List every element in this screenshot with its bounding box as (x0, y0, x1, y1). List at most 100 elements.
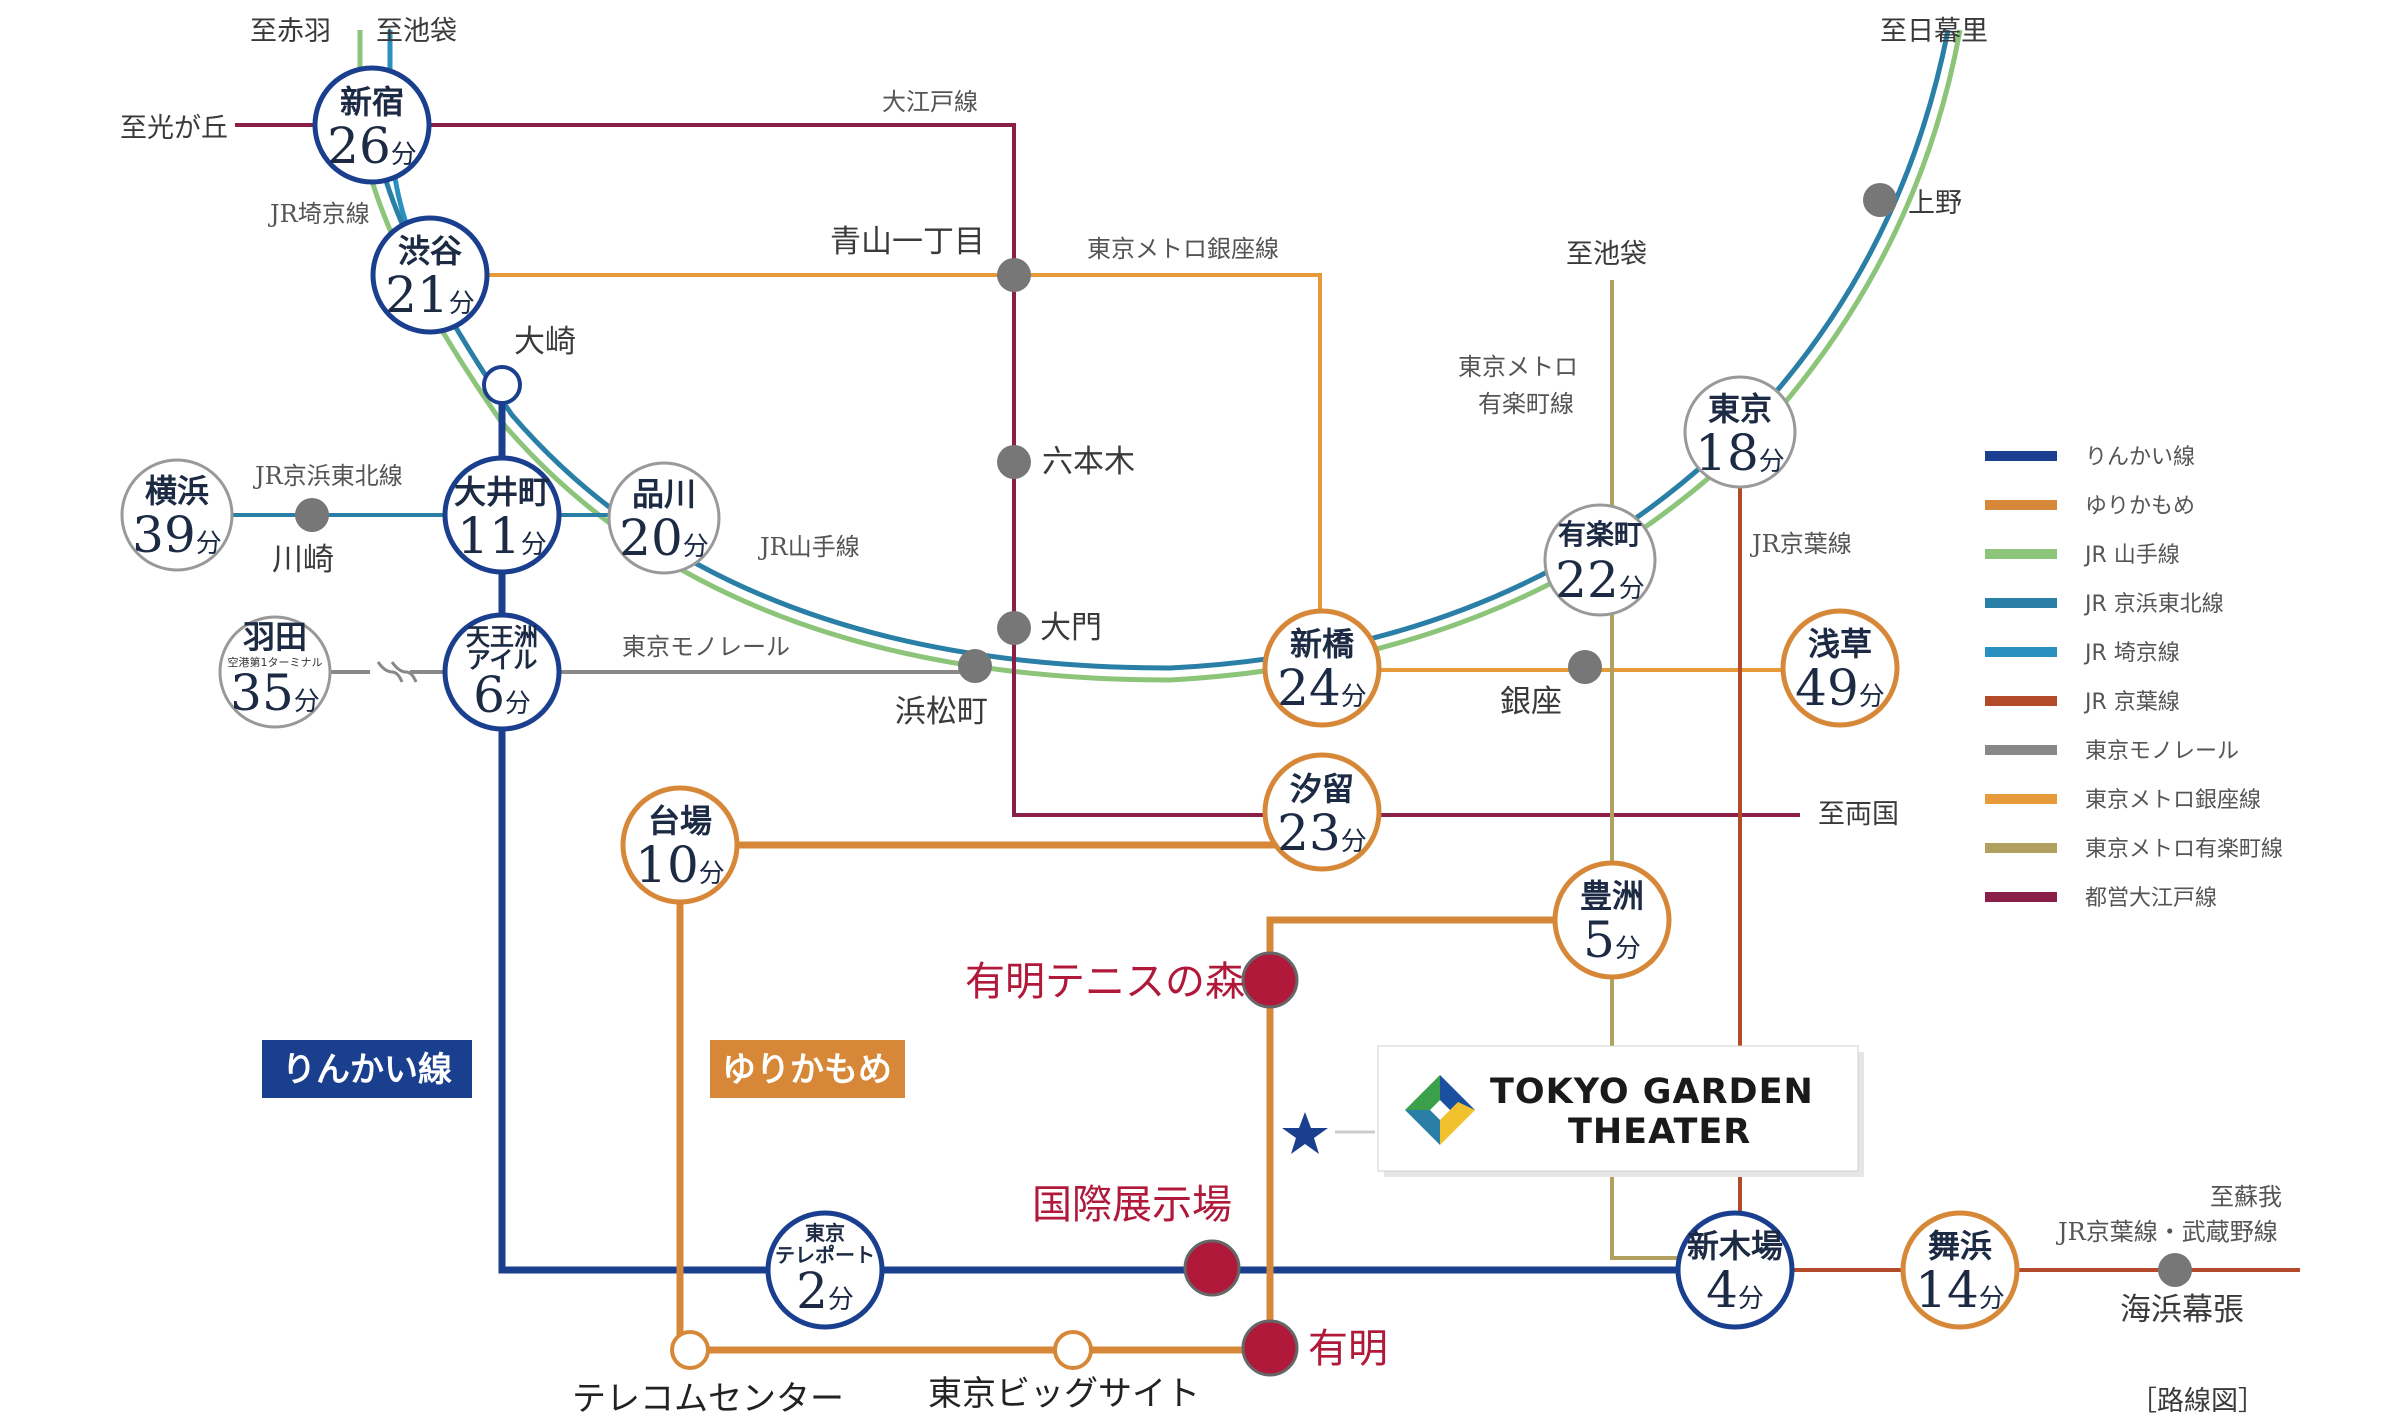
station-yurakucho-minutes: 22 (1555, 551, 1619, 609)
station-haneda-ring (218, 615, 332, 729)
station-teleport-unit: 分 (828, 1285, 854, 1315)
label-keiyo-musashino: JR京葉線・武蔵野線 (2055, 1218, 2278, 1246)
station-asakusa-unit: 分 (1859, 682, 1885, 712)
station-teleport-name1: 東京 (805, 1221, 845, 1245)
label-keiyo: JR京葉線 (1749, 530, 1852, 558)
station-asakusa-name: 浅草 (1808, 625, 1872, 663)
station-haneda-sub: 空港第1ターミナル (228, 655, 323, 669)
name-ariake-tennis: 有明テニスの森 (965, 959, 1245, 1005)
station-asakusa-time: 49分 (1795, 659, 1885, 717)
station-maihama: 舞浜 14分 (1900, 1210, 2020, 1330)
logo-box: TOKYO GARDEN THEATER (1377, 1045, 1864, 1177)
node-hamamatsucho (958, 649, 992, 683)
station-oimachi: 大井町 11分 (442, 455, 562, 575)
station-tokyo: 東京 18分 (1683, 375, 1797, 489)
name-daimon: 大門 (1040, 610, 1102, 646)
node-ginza (1568, 650, 1602, 684)
legend-label: JR 京浜東北線 (2083, 592, 2224, 617)
node-aoyama (997, 258, 1031, 292)
star-icon (1282, 1112, 1328, 1154)
station-shibuya-time: 21分 (385, 266, 475, 324)
station-yokohama: 横浜 39分 (120, 458, 234, 572)
dir-ikebukuro-top: 至池袋 (376, 16, 457, 47)
yamanote-line (357, 29, 1963, 683)
station-tennozu-minutes: 6 (473, 666, 505, 724)
map-caption: ［路線図］ (2130, 1386, 2265, 1417)
label-yurakucho-2: 有楽町線 (1478, 390, 1574, 418)
station-shiodome-minutes: 23 (1277, 804, 1341, 862)
station-daiba-name: 台場 (648, 802, 712, 840)
node-daimon (997, 611, 1031, 645)
dir-ikebukuro-mid: 至池袋 (1566, 239, 1647, 270)
station-shimbashi-time: 24分 (1277, 659, 1367, 717)
node-osaki (482, 365, 522, 405)
tag-rinkai-bg (262, 1040, 472, 1098)
label-oedo: 大江戸線 (882, 88, 978, 116)
station-shimbashi: 新橋 24分 (1262, 608, 1382, 728)
dir-soga: 至蘇我 (2210, 1183, 2282, 1211)
station-tennozu-time: 6分 (473, 666, 531, 724)
legend-label: JR 埼京線 (2083, 641, 2180, 666)
station-yokohama-name: 横浜 (145, 472, 209, 510)
station-haneda-minutes: 35 (230, 664, 294, 722)
legend-label: 東京モノレール (2085, 739, 2239, 764)
legend-swatch (1985, 794, 2057, 804)
label-yamanote: JR山手線 (757, 533, 860, 561)
station-tokyo-name: 東京 (1708, 390, 1772, 428)
legend-label: ゆりかもめ (2085, 494, 2195, 519)
dir-ryogoku: 至両国 (1818, 799, 1899, 830)
name-roppongi: 六本木 (1042, 444, 1135, 480)
station-shinjuku-minutes: 26 (327, 117, 391, 175)
station-shimbashi-unit: 分 (1341, 682, 1367, 712)
station-shinkiba-ring (1675, 1210, 1795, 1330)
tag-yurikamome-bg (710, 1040, 905, 1098)
legend-label: りんかい線 (2085, 445, 2195, 470)
legend-label: 都営大江戸線 (2085, 886, 2217, 911)
station-yokohama-minutes: 39 (132, 506, 196, 564)
station-yokohama-unit: 分 (196, 529, 222, 559)
name-ginza: 銀座 (1500, 684, 1562, 720)
legend-swatch (1985, 500, 2057, 510)
station-oimachi-ring (442, 455, 562, 575)
legend-swatch (1985, 843, 2057, 853)
station-shibuya-ring (370, 215, 490, 335)
station-daiba-time: 10分 (635, 836, 725, 894)
logo-line1: TOKYO GARDEN (1490, 1072, 1814, 1112)
legend-swatch (1985, 647, 2057, 657)
station-shiodome-name: 汐留 (1290, 770, 1354, 808)
station-shimbashi-ring (1262, 608, 1382, 728)
station-shinagawa-unit: 分 (683, 532, 709, 562)
station-maihama-unit: 分 (1979, 1284, 2005, 1314)
node-roppongi (997, 445, 1031, 479)
small-station-names: 青山一丁目 六本木 大門 浜松町 大崎 川崎 上野 銀座 海浜幕張 テレコムセン… (272, 188, 2244, 1419)
station-toyosu-ring (1552, 860, 1672, 980)
station-daiba-ring (620, 785, 740, 905)
label-saikyo: JR埼京線 (267, 200, 370, 228)
station-shiodome-ring (1262, 752, 1382, 872)
legend-label: JR 京葉線 (2083, 690, 2180, 715)
station-shinkiba-time: 4分 (1706, 1261, 1764, 1319)
dir-nippori: 至日暮里 (1880, 16, 1988, 47)
tag-rinkai: りんかい線 (282, 1050, 452, 1090)
small-nodes (295, 183, 2192, 1377)
station-shinjuku: 新宿 26分 (312, 65, 432, 185)
station-shinagawa: 品川 20分 (607, 461, 721, 575)
legend-swatch (1985, 892, 2057, 902)
venue-marker (1282, 1112, 1375, 1154)
station-shiodome-unit: 分 (1341, 827, 1367, 857)
name-osaki: 大崎 (514, 324, 576, 360)
line-tags: りんかい線 ゆりかもめ (262, 1040, 905, 1098)
node-ariake-tennis (1241, 951, 1299, 1009)
station-shimbashi-name: 新橋 (1290, 625, 1355, 663)
station-teleport-minutes: 2 (796, 1262, 828, 1320)
node-ueno (1863, 183, 1897, 217)
dir-akabane: 至赤羽 (250, 16, 331, 47)
station-asakusa-minutes: 49 (1795, 659, 1859, 717)
station-shinkiba-name: 新木場 (1687, 1227, 1783, 1265)
station-shinjuku-unit: 分 (391, 140, 417, 170)
station-toyosu-minutes: 5 (1583, 911, 1615, 969)
garden-theater-logo-icon (1405, 1075, 1475, 1145)
station-toyosu-name: 豊洲 (1580, 877, 1644, 915)
station-maihama-ring (1900, 1210, 2020, 1330)
legend-swatch (1985, 598, 2057, 608)
